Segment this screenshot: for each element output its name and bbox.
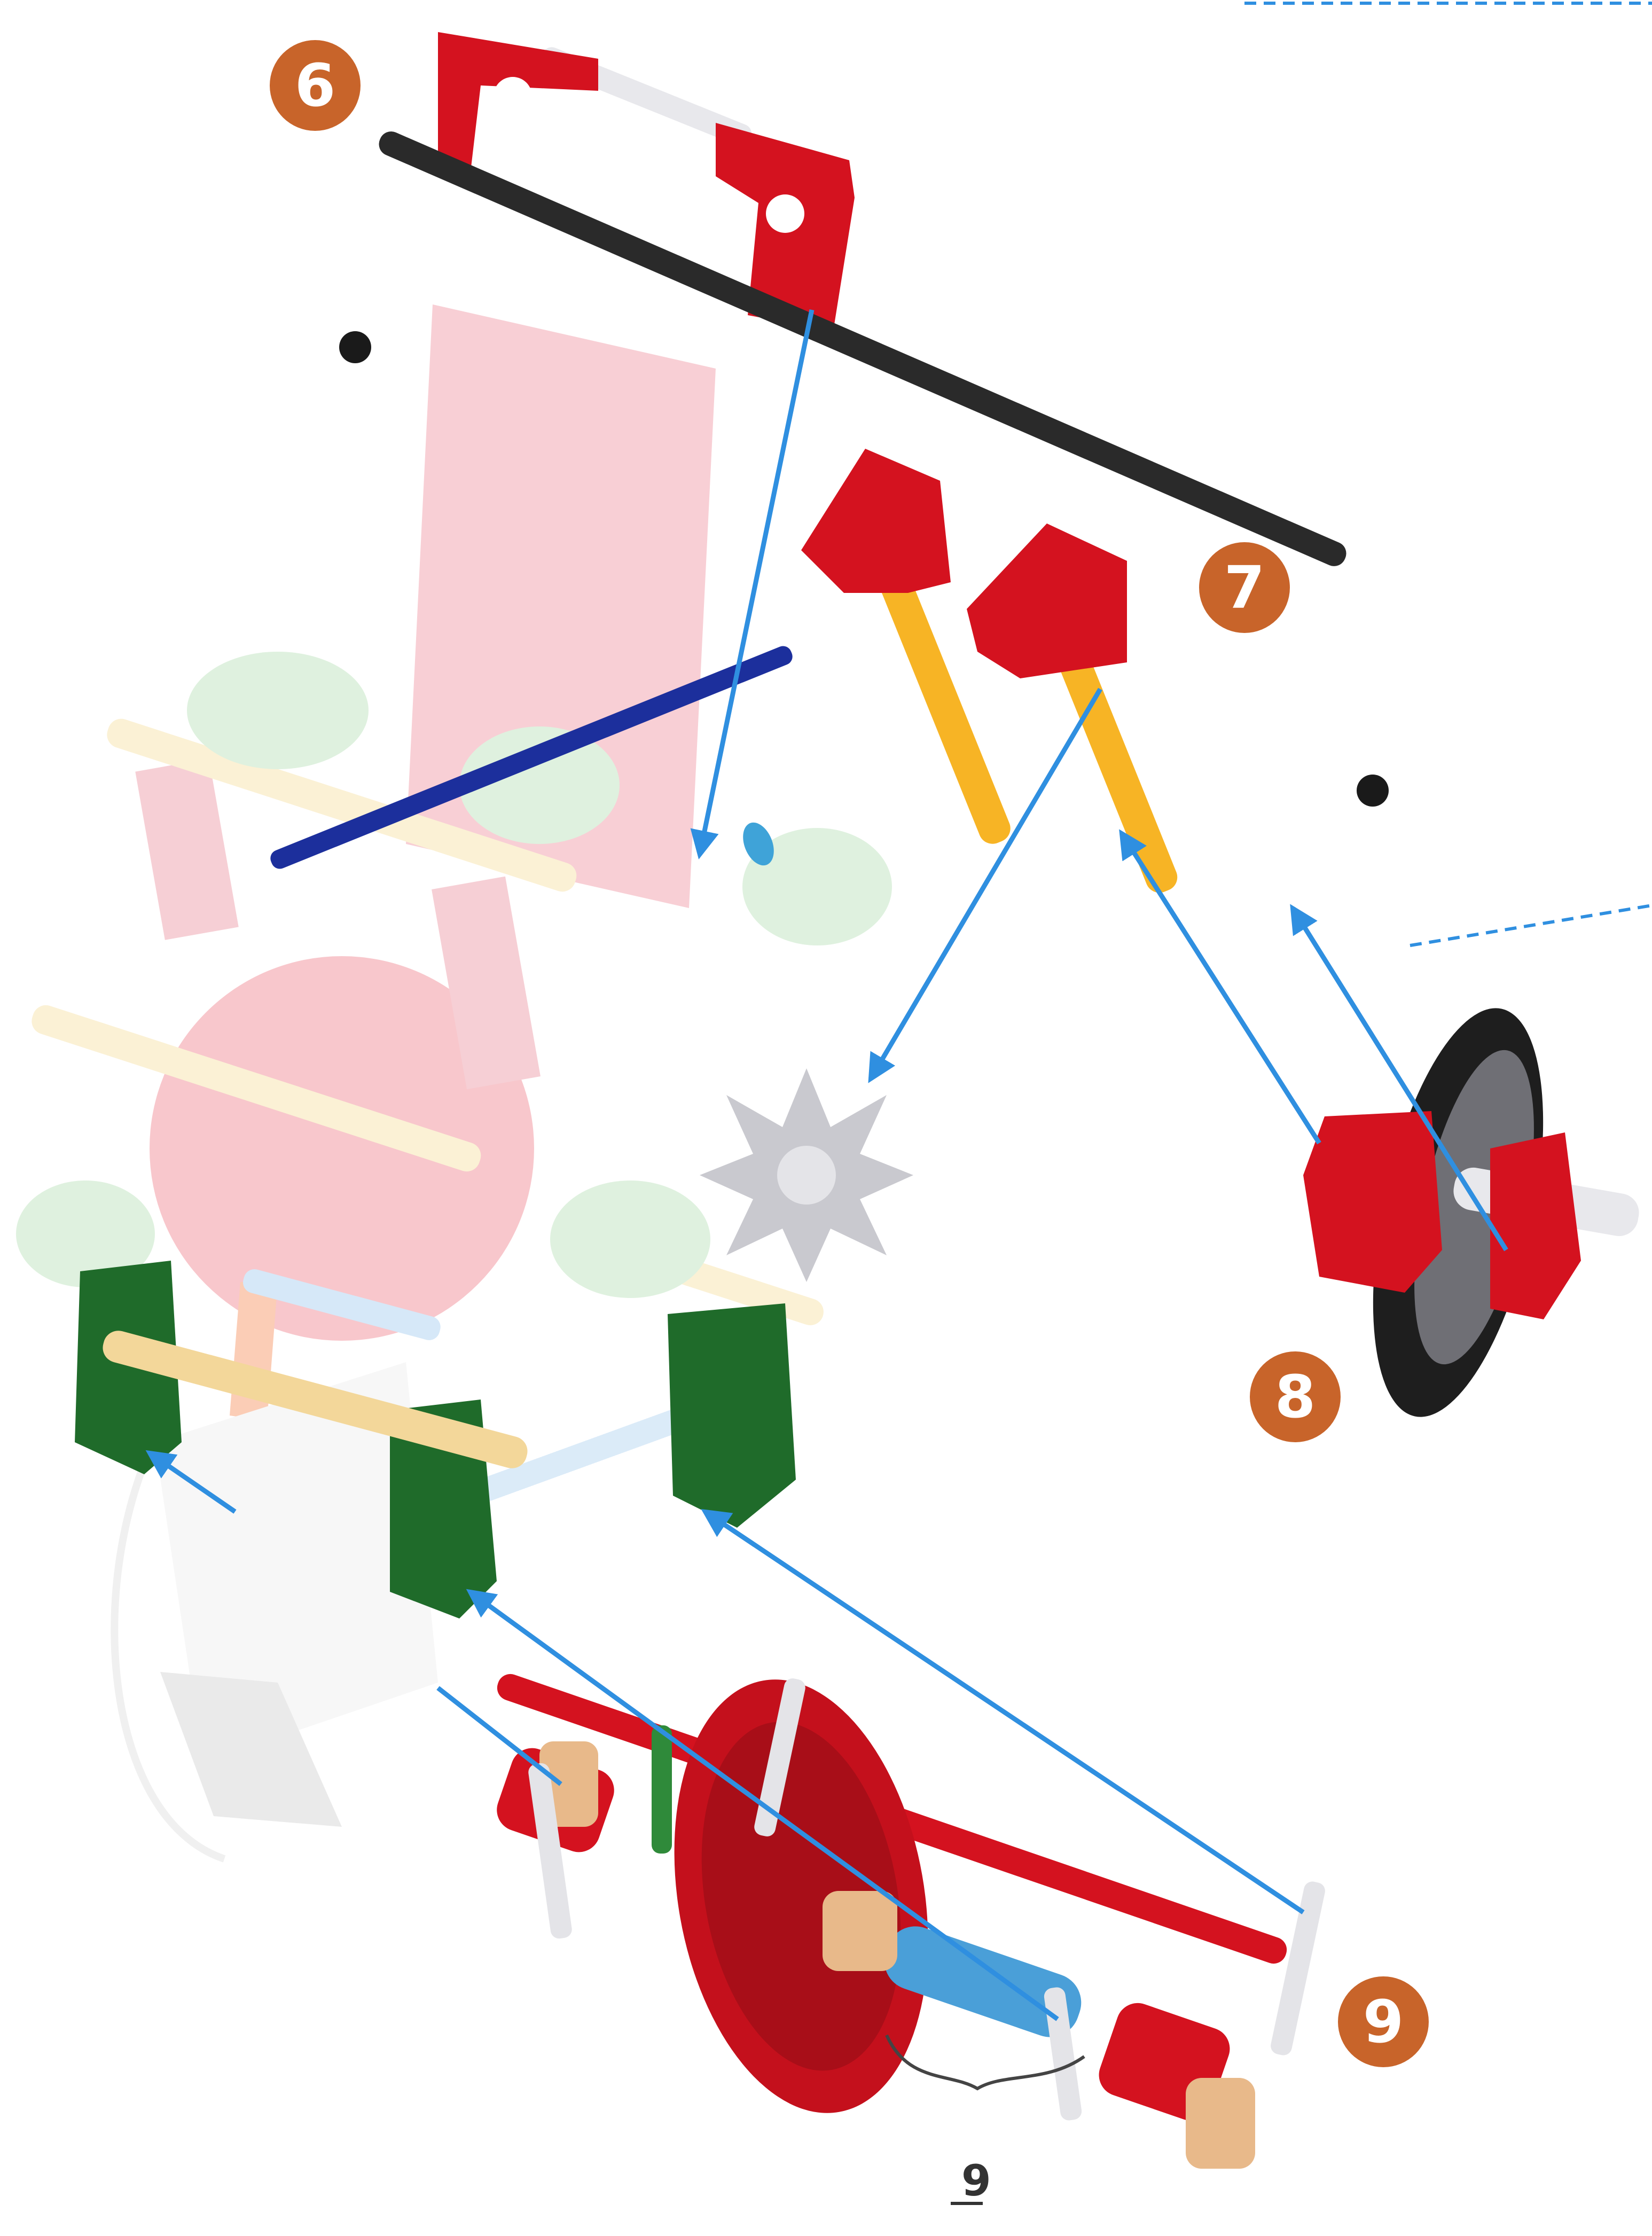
step-badge-8: 8 bbox=[1250, 1351, 1341, 1442]
red-connector-step-8-right bbox=[1490, 1132, 1581, 1319]
step-number-8: 8 bbox=[1275, 1363, 1316, 1431]
arrow-step-7 bbox=[871, 689, 1100, 1079]
step-9-part bbox=[491, 1659, 1326, 2169]
gray-spoke-connector bbox=[700, 1068, 913, 1282]
red-bend-connector-right bbox=[967, 523, 1127, 678]
arrow-step-8-left bbox=[1122, 833, 1319, 1143]
green-connector-3 bbox=[668, 1303, 796, 1528]
step-number-6: 6 bbox=[295, 51, 336, 120]
spring-count-label: 9 bbox=[961, 2156, 991, 2206]
step-number-9: 9 bbox=[1363, 1988, 1404, 2056]
red-bend-connector-left bbox=[801, 449, 951, 593]
ghost-red-frame-left bbox=[135, 759, 238, 940]
arrow-step-6 bbox=[700, 310, 812, 855]
tan-clip-gear bbox=[823, 1891, 897, 1971]
ghosted-base-assembly bbox=[16, 304, 892, 1859]
green-peg bbox=[652, 1725, 672, 1854]
step-badge-6: 6 bbox=[270, 40, 361, 131]
step-number-7: 7 bbox=[1224, 553, 1265, 622]
ghost-green-connector-5 bbox=[550, 1180, 710, 1298]
red-connector-step-8-left bbox=[1303, 1111, 1442, 1293]
tan-clip-right bbox=[1186, 2078, 1255, 2169]
step-badge-7: 7 bbox=[1199, 542, 1290, 633]
ghost-green-connector-1 bbox=[187, 652, 369, 769]
step-badge-9: 9 bbox=[1338, 1976, 1429, 2067]
step-8-part bbox=[1303, 993, 1642, 1432]
dashed-border-right bbox=[1410, 905, 1652, 945]
